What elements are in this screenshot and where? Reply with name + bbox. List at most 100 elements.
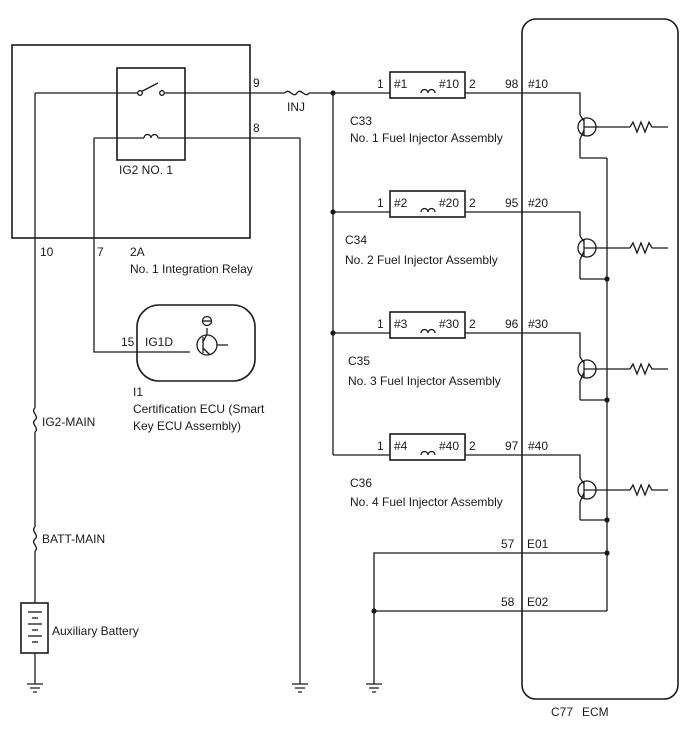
relay-ground-icon [292, 683, 308, 693]
injector-bus: INJ [284, 90, 390, 455]
ecm-driver-3 [577, 356, 668, 400]
relay-coil-icon [143, 133, 159, 139]
injector-4-terminal-out: #40 [439, 439, 459, 453]
injector-2-coil-icon [420, 207, 436, 213]
injector-1-box [389, 71, 466, 99]
cert-ecu-terminal: IG1D [145, 335, 173, 349]
cert-ecu-name-line2: Key ECU Assembly) [133, 419, 241, 433]
relay-switch-blade [141, 82, 159, 93]
ecm-pin-98: 98 [505, 77, 519, 91]
injector-4-terminal-in: #4 [394, 439, 408, 453]
relay-pin-9: 9 [253, 76, 260, 90]
ecm-pin-97: 97 [505, 439, 519, 453]
injector-3-name: No. 3 Fuel Injector Assembly [348, 374, 501, 388]
certification-ecu: 15 IG1D I1 Certification ECU (Smart Key … [93, 138, 265, 433]
injector-3-pin-out: 2 [469, 317, 476, 331]
ecm-driver-2 [577, 235, 668, 279]
ig2-relay-box [116, 67, 186, 161]
injector-2-signal-wire [465, 211, 581, 236]
ecm-code: C77 [551, 705, 573, 719]
ecm-pin-58: 58 [501, 595, 515, 609]
injector-2-box [389, 190, 466, 218]
ecm: 57 E01 58 E02 C77 ECM [366, 18, 679, 719]
ig2-main-fuse-icon [32, 407, 38, 433]
injector-1-code: C33 [350, 114, 372, 128]
injector-1-terminal-in: #1 [394, 77, 408, 91]
injector-2-terminal-out: #20 [439, 196, 459, 210]
ecm-driver-1 [577, 114, 668, 158]
driver-3-resistor-icon [629, 362, 668, 376]
injector-2-pin-in: 1 [377, 196, 384, 210]
injector-4-coil-icon [420, 450, 436, 456]
fuel-injector-4: 1 #4 #40 2 97 #40 C36 No. 4 Fuel Injecto… [333, 433, 581, 509]
injector-1-terminal-out: #10 [439, 77, 459, 91]
injector-4-box [389, 433, 466, 461]
injector-1-name: No. 1 Fuel Injector Assembly [350, 131, 503, 145]
relay-pin-7: 7 [97, 245, 104, 259]
injector-3-code: C35 [348, 354, 370, 368]
relay-contact-left [137, 90, 143, 96]
injector-3-signal-wire [465, 332, 581, 357]
inj-fuse-icon [284, 90, 310, 96]
ecm-junction-2 [604, 276, 610, 282]
cert-ecu-name-line1: Certification ECU (Smart [133, 402, 265, 416]
relay-pin-10: 10 [40, 245, 54, 259]
ecm-terminal-30: #30 [528, 317, 548, 331]
fuel-injector-3: 1 #3 #30 2 96 #30 C35 No. 3 Fuel Injecto… [333, 311, 581, 388]
fuel-injector-2: 1 #2 #20 2 95 #20 C34 No. 2 Fuel Injecto… [333, 190, 581, 267]
injector-1-coil-icon [420, 88, 436, 94]
relay-contact-right [159, 90, 165, 96]
injector-3-box [389, 311, 466, 339]
battery-box [20, 602, 49, 654]
injector-1-signal-wire [465, 92, 581, 115]
ecm-junction-3 [604, 397, 610, 403]
cert-ecu-outline [136, 304, 256, 382]
battery-ground-icon [27, 683, 43, 693]
injector-3-coil-icon [420, 328, 436, 334]
ecm-terminal-40: #40 [528, 439, 548, 453]
ecm-outline [521, 18, 679, 700]
injector-4-pin-out: 2 [469, 439, 476, 453]
injector-4-name: No. 4 Fuel Injector Assembly [350, 495, 503, 509]
injector-4-code: C36 [350, 476, 372, 490]
battery-supply: IG2-MAIN BATT-MAIN Auxiliary Battery [20, 93, 139, 693]
relay-outline [11, 44, 251, 239]
injector-4-signal-wire [465, 454, 581, 478]
ground-junction [371, 608, 377, 614]
ecm-terminal-20: #20 [528, 196, 548, 210]
injector-3-terminal-in: #3 [394, 317, 408, 331]
ecm-terminal-e01: E01 [527, 537, 549, 551]
inj-fuse-label: INJ [287, 100, 305, 114]
battery-icon [28, 611, 42, 643]
ecm-junction-4 [604, 517, 610, 523]
bus-junction-1 [330, 90, 336, 96]
cert-ecu-pin: 15 [121, 335, 135, 349]
batt-main-fuse-icon [32, 526, 38, 552]
ecm-driver-4 [577, 477, 668, 520]
wire-relay-pin7-to-ig1d [93, 138, 190, 353]
ecm-pin-96: 96 [505, 317, 519, 331]
integration-relay: IG2 NO. 1 9 8 10 7 2A No. 1 Integration … [11, 44, 300, 276]
injector-3-terminal-out: #30 [439, 317, 459, 331]
relay-pin-8: 8 [253, 121, 260, 135]
injector-2-name: No. 2 Fuel Injector Assembly [345, 253, 498, 267]
injector-3-pin-in: 1 [377, 317, 384, 331]
injector-1-pin-out: 2 [469, 77, 476, 91]
driver-1-resistor-icon [629, 120, 668, 134]
injector-4-pin-in: 1 [377, 439, 384, 453]
injector-2-pin-out: 2 [469, 196, 476, 210]
ecm-pin-95: 95 [505, 196, 519, 210]
wire-e01-to-ground [373, 552, 607, 684]
ig2-main-fuse-label: IG2-MAIN [42, 415, 95, 429]
batt-main-fuse-label: BATT-MAIN [42, 532, 105, 546]
ecm-terminal-e02: E02 [527, 595, 549, 609]
ecm-terminal-10: #10 [528, 77, 548, 91]
injector-2-terminal-in: #2 [394, 196, 408, 210]
cert-ecu-transistor-icon [196, 315, 228, 356]
relay-inner-label: IG2 NO. 1 [119, 163, 173, 177]
cert-ecu-code: I1 [133, 385, 143, 399]
ecm-ground-icon [366, 683, 382, 693]
ecm-name: ECM [582, 705, 609, 719]
driver-4-resistor-icon [629, 483, 668, 497]
